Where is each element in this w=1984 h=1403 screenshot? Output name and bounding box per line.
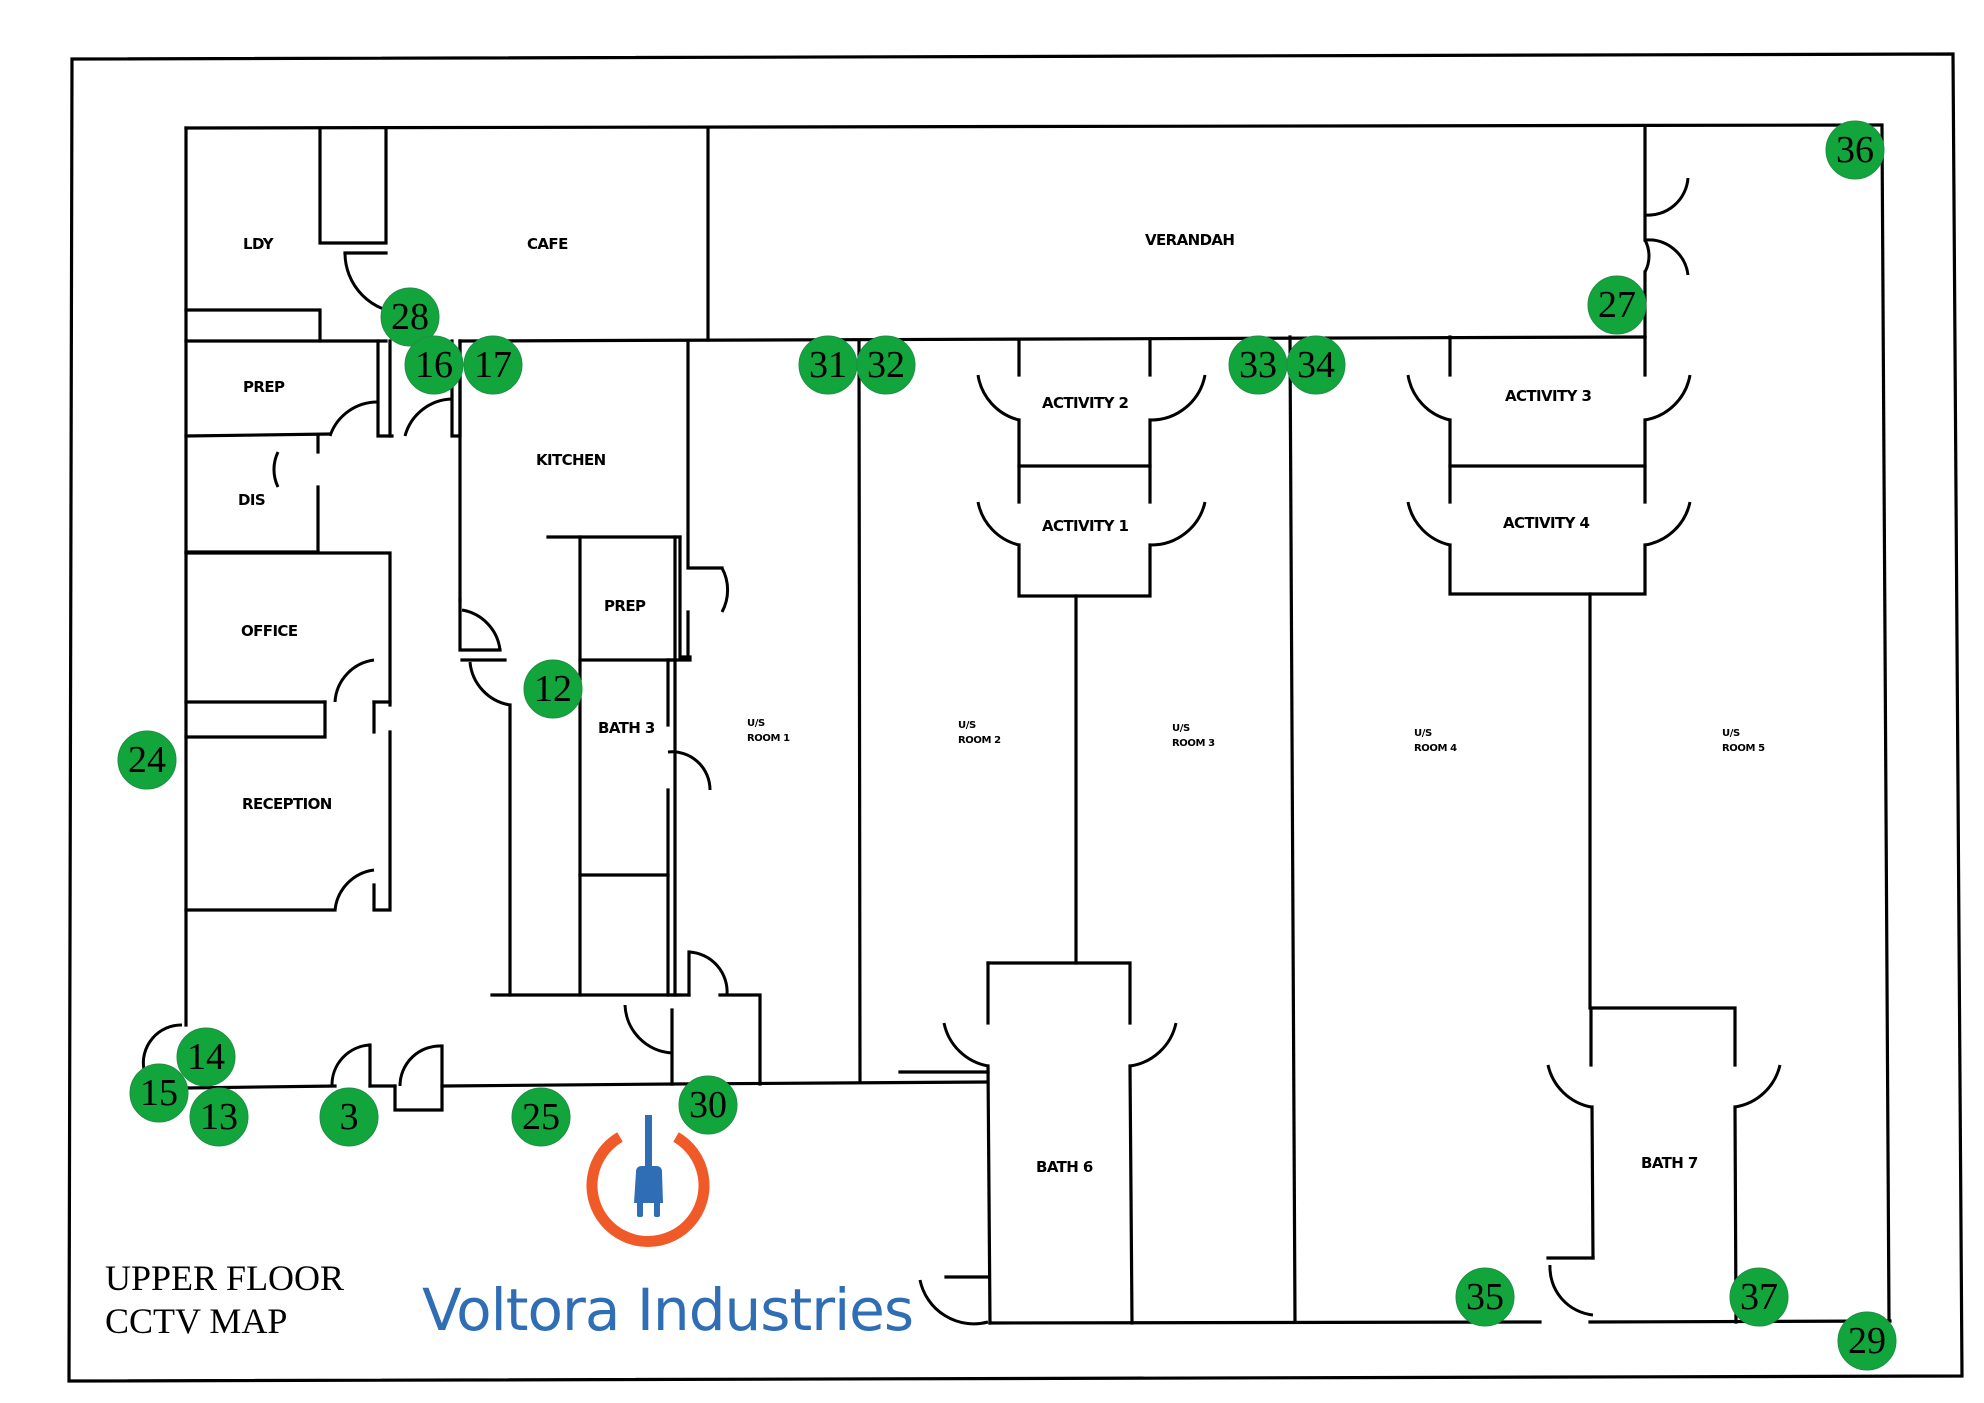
room-label-reception: RECEPTION <box>242 795 332 813</box>
camera-marker-36[interactable]: 36 <box>1825 120 1885 180</box>
camera-marker-37[interactable]: 37 <box>1729 1267 1789 1327</box>
svg-text:35: 35 <box>1466 1276 1504 1318</box>
camera-marker-15[interactable]: 15 <box>129 1063 189 1123</box>
camera-marker-13[interactable]: 13 <box>189 1087 249 1147</box>
room-label-cafe: CAFE <box>527 235 568 253</box>
room-label-us-room-5: U/S ROOM 5 <box>1722 728 1766 754</box>
svg-text:ROOM 5: ROOM 5 <box>1722 743 1765 754</box>
room-label-us-room-4: U/S ROOM 4 <box>1414 728 1458 754</box>
camera-marker-28[interactable]: 28 <box>380 287 440 347</box>
svg-text:33: 33 <box>1239 344 1277 386</box>
map-title-line-2: CCTV MAP <box>105 1301 287 1341</box>
camera-marker-33[interactable]: 33 <box>1228 335 1288 395</box>
camera-marker-16[interactable]: 16 <box>404 335 464 395</box>
svg-text:37: 37 <box>1740 1276 1778 1318</box>
svg-text:28: 28 <box>391 296 429 338</box>
camera-marker-3[interactable]: 3 <box>319 1087 379 1147</box>
svg-text:3: 3 <box>340 1096 359 1138</box>
svg-text:24: 24 <box>128 739 166 781</box>
svg-text:27: 27 <box>1598 284 1636 326</box>
doors <box>141 177 1782 1326</box>
svg-text:29: 29 <box>1848 1320 1886 1362</box>
room-label-verandah: VERANDAH <box>1145 231 1234 249</box>
svg-text:14: 14 <box>187 1036 225 1078</box>
svg-text:17: 17 <box>474 344 512 386</box>
svg-text:31: 31 <box>809 344 847 386</box>
cameras: 36 27 28 16 17 31 32 33 34 12 24 14 15 1… <box>117 120 1897 1371</box>
svg-text:16: 16 <box>415 344 453 386</box>
camera-marker-34[interactable]: 34 <box>1286 335 1346 395</box>
svg-text:36: 36 <box>1836 129 1874 171</box>
camera-marker-29[interactable]: 29 <box>1837 1311 1897 1371</box>
svg-text:30: 30 <box>689 1084 727 1126</box>
page-frame <box>67 52 1964 1383</box>
camera-marker-17[interactable]: 17 <box>463 335 523 395</box>
camera-marker-25[interactable]: 25 <box>511 1087 571 1147</box>
room-label-bath-7: BATH 7 <box>1641 1154 1698 1172</box>
svg-text:U/S: U/S <box>958 720 976 731</box>
svg-text:U/S: U/S <box>1722 728 1740 739</box>
svg-text:ROOM 4: ROOM 4 <box>1414 743 1457 754</box>
svg-text:U/S: U/S <box>747 718 765 729</box>
svg-text:32: 32 <box>867 344 905 386</box>
camera-marker-35[interactable]: 35 <box>1455 1267 1515 1327</box>
camera-marker-30[interactable]: 30 <box>678 1075 738 1135</box>
room-labels: LDY CAFE VERANDAH PREP DIS KITCHEN OFFIC… <box>238 231 1766 1176</box>
svg-text:13: 13 <box>200 1096 238 1138</box>
room-label-us-room-3: U/S ROOM 3 <box>1172 723 1216 749</box>
camera-marker-24[interactable]: 24 <box>117 730 177 790</box>
camera-marker-27[interactable]: 27 <box>1587 275 1647 335</box>
svg-text:34: 34 <box>1297 344 1335 386</box>
room-label-activity-1: ACTIVITY 1 <box>1042 517 1129 535</box>
camera-marker-32[interactable]: 32 <box>856 335 916 395</box>
brand-name: Voltora Industries <box>422 1276 913 1344</box>
power-plug-icon <box>586 1115 710 1247</box>
svg-text:ROOM 2: ROOM 2 <box>958 735 1001 746</box>
room-label-us-room-1: U/S ROOM 1 <box>747 718 791 744</box>
map-title: UPPER FLOOR CCTV MAP <box>105 1258 344 1341</box>
room-label-activity-3: ACTIVITY 3 <box>1505 387 1592 405</box>
map-title-line-1: UPPER FLOOR <box>105 1258 344 1298</box>
room-label-us-room-2: U/S ROOM 2 <box>958 720 1002 746</box>
svg-text:12: 12 <box>534 668 572 710</box>
room-label-activity-4: ACTIVITY 4 <box>1503 514 1590 532</box>
room-label-bath-6: BATH 6 <box>1036 1158 1093 1176</box>
svg-text:25: 25 <box>522 1096 560 1138</box>
svg-text:ROOM 1: ROOM 1 <box>747 733 790 744</box>
room-label-prep-kitchen: PREP <box>604 597 646 615</box>
room-label-activity-2: ACTIVITY 2 <box>1042 394 1129 412</box>
walls <box>184 123 1892 1325</box>
room-label-kitchen: KITCHEN <box>536 451 606 469</box>
room-label-prep-left: PREP <box>243 378 285 396</box>
svg-text:15: 15 <box>140 1072 178 1114</box>
camera-marker-14[interactable]: 14 <box>176 1027 236 1087</box>
room-label-office: OFFICE <box>241 622 298 640</box>
camera-marker-31[interactable]: 31 <box>798 335 858 395</box>
camera-marker-12[interactable]: 12 <box>523 659 583 719</box>
svg-text:U/S: U/S <box>1172 723 1190 734</box>
room-label-dis: DIS <box>238 491 265 509</box>
svg-text:U/S: U/S <box>1414 728 1432 739</box>
brand-logo: Voltora Industries <box>422 1115 914 1344</box>
room-label-ldy: LDY <box>243 235 275 253</box>
svg-text:ROOM 3: ROOM 3 <box>1172 738 1215 749</box>
room-label-bath-3: BATH 3 <box>598 719 655 737</box>
